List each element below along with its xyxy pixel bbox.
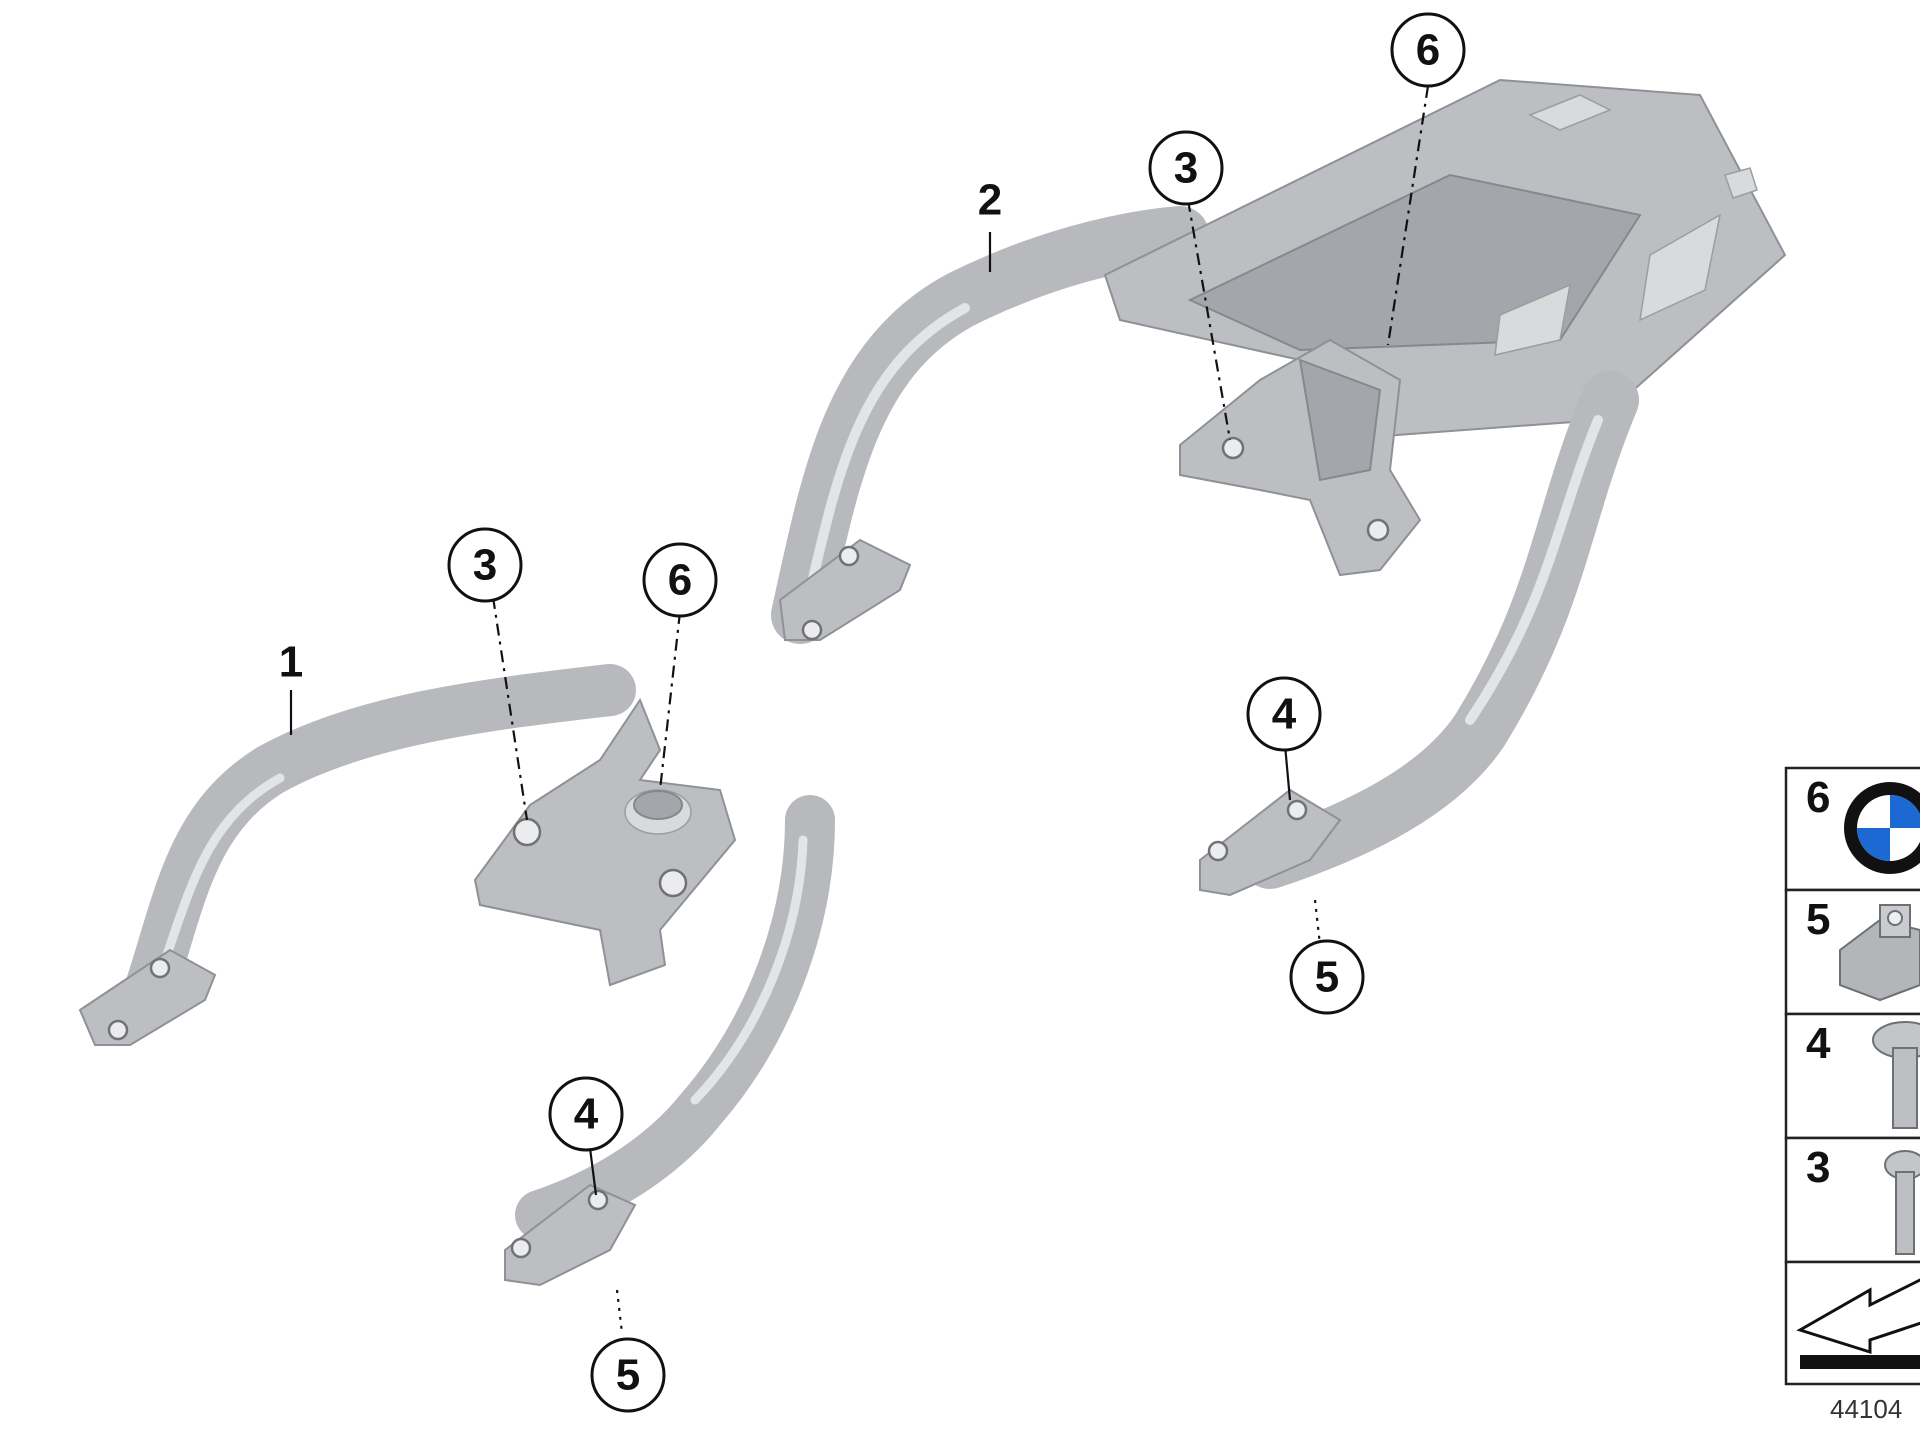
callout-1-label: 1: [279, 638, 303, 687]
callout-2-label: 2: [978, 176, 1002, 225]
callout-4-right: 4: [1246, 676, 1322, 752]
svg-text:2: 2: [978, 176, 1002, 225]
callout-5-left: 5: [590, 1337, 666, 1413]
grab-handle-part[interactable]: [78, 664, 835, 1287]
callout-4-left: 4: [548, 1076, 624, 1152]
svg-text:5: 5: [1315, 953, 1339, 1002]
legend-item-arrow[interactable]: [1784, 1260, 1920, 1386]
reference-number: 44104: [1830, 1394, 1902, 1424]
svg-text:5: 5: [1806, 895, 1830, 944]
leader-lines: [289, 85, 1430, 1334]
bmw-emblem-icon: [1844, 782, 1920, 874]
legend-item-5[interactable]: 5: [1784, 888, 1920, 1016]
bolt-icon: [1884, 1150, 1920, 1255]
svg-text:3: 3: [1174, 144, 1198, 193]
svg-text:6: 6: [1806, 773, 1830, 822]
legend-item-6[interactable]: 6: [1784, 766, 1920, 892]
parts-legend: 6 5 4: [1784, 766, 1920, 1424]
callout-5-right: 5: [1289, 939, 1365, 1015]
svg-text:6: 6: [668, 556, 692, 605]
clip-nut-icon: [1839, 904, 1920, 1002]
svg-text:4: 4: [574, 1090, 599, 1139]
svg-text:4: 4: [1806, 1019, 1831, 1068]
arrow-assembly-icon: [1796, 1278, 1920, 1369]
callout-6-right: 6: [1390, 12, 1466, 88]
legend-item-3[interactable]: 3: [1784, 1136, 1920, 1264]
svg-text:3: 3: [1806, 1143, 1830, 1192]
callout-3-left: 3: [447, 527, 523, 603]
svg-text:5: 5: [616, 1351, 640, 1400]
legend-item-4[interactable]: 4: [1784, 1012, 1920, 1140]
screw-icon: [1872, 1021, 1920, 1129]
svg-text:6: 6: [1416, 26, 1440, 75]
svg-text:4: 4: [1272, 690, 1297, 739]
callout-6-left: 6: [642, 542, 718, 618]
svg-text:1: 1: [279, 638, 303, 687]
svg-text:3: 3: [473, 541, 497, 590]
luggage-rack-part[interactable]: [771, 78, 1787, 897]
callout-3-right: 3: [1148, 130, 1224, 206]
